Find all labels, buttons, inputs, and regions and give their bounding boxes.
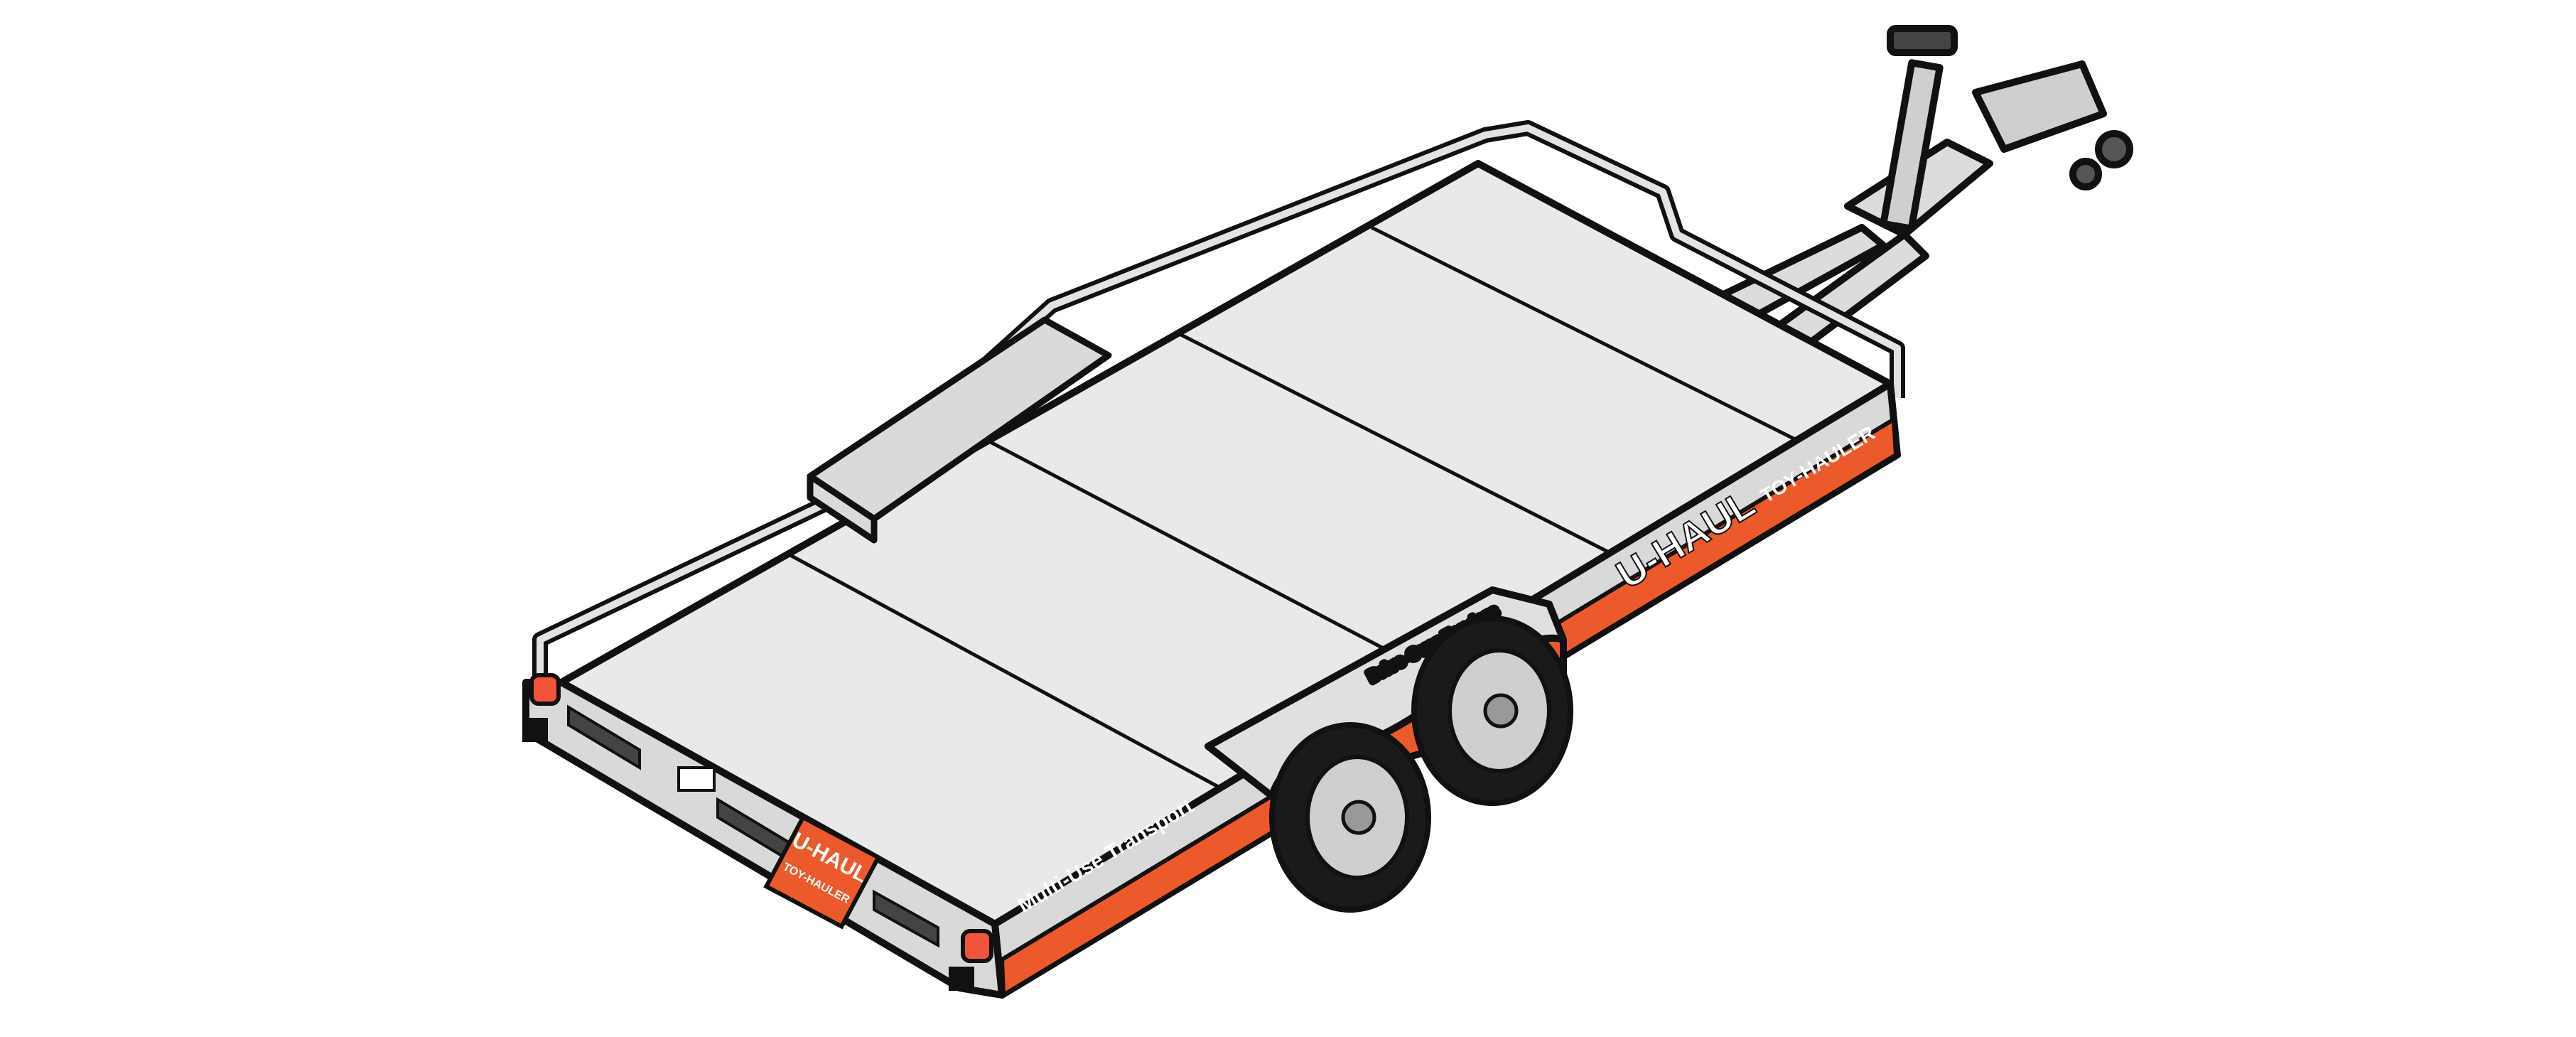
rear-badge: U-HAUL TOY-HAULER	[763, 814, 882, 930]
hitch-coupler	[1880, 25, 2133, 232]
deck-seams	[787, 225, 1799, 791]
rear-foot-left	[522, 718, 548, 742]
tail-light-right	[961, 929, 993, 963]
tail-light-left	[529, 673, 561, 706]
rear-slots	[567, 704, 939, 948]
ramp-storage	[807, 316, 1112, 544]
wheel-rear	[1269, 722, 1431, 913]
rear-foot-right	[949, 967, 974, 991]
license-plate	[677, 766, 716, 792]
wheel-front	[1411, 616, 1573, 806]
